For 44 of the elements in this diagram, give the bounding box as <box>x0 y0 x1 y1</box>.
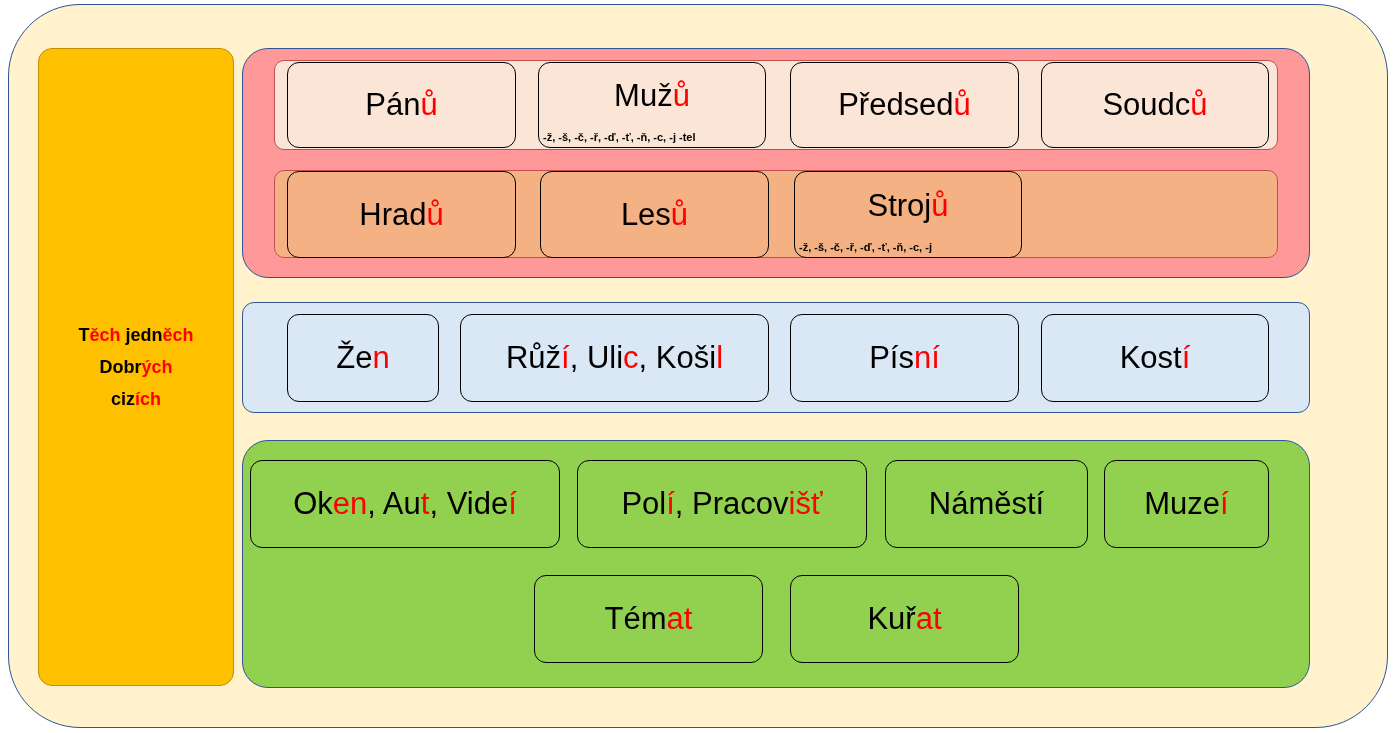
word-text: Kuřat <box>866 600 943 638</box>
word-card <box>790 314 1019 402</box>
word-text: Pánů <box>364 86 439 124</box>
word-card <box>287 314 439 402</box>
row-strip <box>274 60 1278 150</box>
side-panel <box>38 48 234 686</box>
ending-note: -ž, -š, -č, -ř, -ď, -ť, -ň, -c, -j -tel <box>543 130 696 144</box>
word-card <box>885 460 1088 548</box>
word-text: Soudců <box>1101 86 1209 124</box>
word-text: Muzeí <box>1143 485 1230 523</box>
word-text: Oken, Aut, Videí <box>292 485 518 523</box>
word-card <box>790 575 1019 663</box>
word-text: Předsedů <box>837 86 972 124</box>
word-text: Kostí <box>1118 339 1192 377</box>
word-card <box>540 171 769 258</box>
word-text: Témat <box>603 600 694 638</box>
word-card <box>790 62 1019 148</box>
word-card <box>1104 460 1269 548</box>
word-text: Lesů <box>619 195 690 234</box>
word-card <box>534 575 763 663</box>
word-card <box>1041 62 1269 148</box>
word-text: Hradů <box>358 195 445 234</box>
word-card <box>794 171 1022 258</box>
word-card <box>460 314 769 402</box>
group-panel <box>242 302 1310 413</box>
group-panel <box>242 440 1310 688</box>
word-card <box>287 171 516 258</box>
word-card <box>577 460 867 548</box>
row-strip <box>274 170 1278 258</box>
word-card <box>538 62 766 148</box>
word-list: Těch jedněch Dobrých cizích <box>73 319 199 415</box>
word-text: Písní <box>868 339 941 377</box>
ending-note: -ž, -š, -č, -ř, -ď, -ť, -ň, -c, -j <box>799 240 932 254</box>
word-text: Mužů <box>613 77 691 115</box>
word-text: Růží, Ulic, Košil <box>504 339 725 377</box>
word-card <box>287 62 516 148</box>
word-text: Žen <box>335 339 391 377</box>
word-text: Polí, Pracovišť <box>620 485 824 523</box>
word-text: Náměstí <box>927 485 1046 523</box>
background-panel <box>8 4 1388 728</box>
word-card <box>250 460 560 548</box>
word-text: Strojů <box>866 186 950 225</box>
group-panel <box>242 48 1310 278</box>
word-card <box>1041 314 1269 402</box>
